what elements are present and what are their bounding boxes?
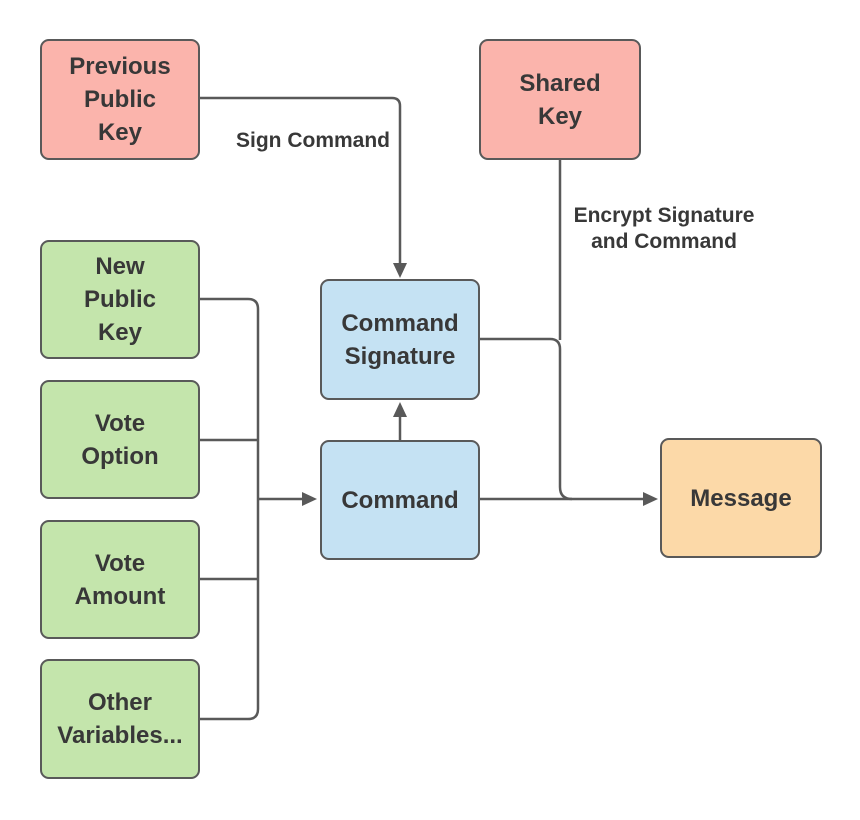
node-command-signature: Command Signature <box>320 279 480 400</box>
node-message: Message <box>660 438 822 558</box>
edge-label-sign-command: Sign Command <box>235 129 391 152</box>
arrowhead-into-message <box>643 492 658 506</box>
node-vote-amount: Vote Amount <box>40 520 200 639</box>
edge-label-encrypt-signature-and-command: Encrypt Signature and Command <box>573 204 755 253</box>
node-previous-public-key: Previous Public Key <box>40 39 200 160</box>
node-shared-key: Shared Key <box>479 39 641 160</box>
node-new-public-key: New Public Key <box>40 240 200 359</box>
node-command: Command <box>320 440 480 560</box>
arrowhead-into-command-left <box>302 492 317 506</box>
arrowhead-into-command-signature-top <box>393 263 407 278</box>
node-other-variables: Other Variables... <box>40 659 200 779</box>
edge-variables-bracket <box>200 297 260 721</box>
edge-command-signature-merge <box>480 337 573 501</box>
edge-previous-public-key-to-command-signature <box>200 96 402 264</box>
node-vote-option: Vote Option <box>40 380 200 499</box>
arrowhead-into-command-signature-bottom <box>393 402 407 417</box>
